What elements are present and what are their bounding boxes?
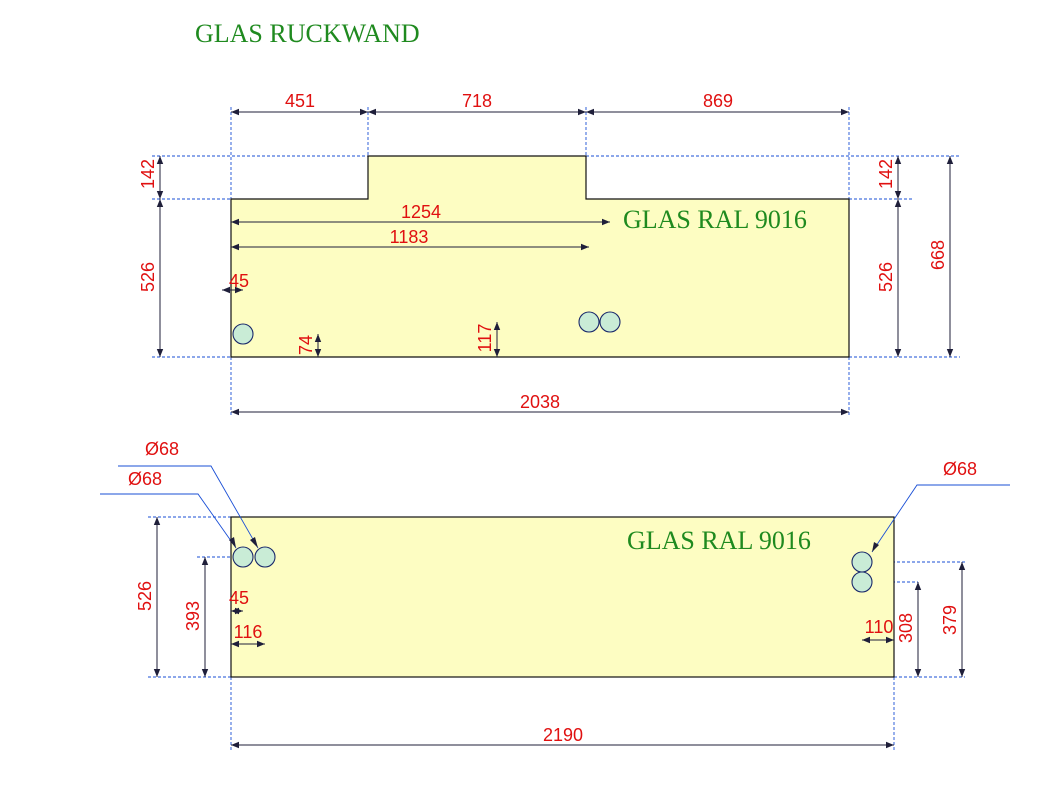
dim-lower-right-hole-height-2: 379	[940, 605, 960, 635]
dim-left-hole-vertical: 74	[296, 335, 316, 355]
dim-left-hole-offset: 45	[229, 271, 249, 291]
upper-hole-left	[232, 323, 254, 345]
dim-top-right: 869	[703, 91, 733, 111]
leader-diameter-2	[100, 493, 237, 549]
dim-top-left: 451	[285, 91, 315, 111]
arrow-diameter-3	[872, 542, 879, 552]
dim-notch-right: 142	[876, 159, 896, 189]
dim-lower-right-hole-height-1: 308	[896, 613, 916, 643]
upper-hole-right-a	[578, 311, 600, 333]
upper-panel-label: GLAS RAL 9016	[623, 205, 807, 234]
dim-top-middle: 718	[462, 91, 492, 111]
lower-hole-left-b	[254, 546, 276, 568]
lower-hole-left-a	[232, 546, 254, 568]
dim-total-height: 668	[928, 240, 948, 270]
dim-lower-left-hole-height: 393	[183, 601, 203, 631]
arrow-diameter-1	[250, 537, 258, 548]
dim-lower-total-width: 2190	[543, 725, 583, 745]
dim-hole-row-outer: 1254	[401, 202, 441, 222]
dim-diameter-1: Ø68	[145, 439, 179, 459]
dim-diameter-3: Ø68	[943, 459, 977, 479]
upper-glass-panel	[230, 155, 850, 358]
dim-right-height: 526	[876, 262, 896, 292]
dim-right-hole-vertical: 117	[475, 324, 495, 353]
lower-panel-label: GLAS RAL 9016	[627, 526, 811, 555]
leader-diameter-3	[871, 484, 1010, 553]
dim-diameter-2: Ø68	[128, 469, 162, 489]
dim-hole-row-inner: 1183	[390, 227, 429, 247]
dim-lower-left-hole-offset-2: 116	[234, 622, 263, 642]
upper-panel-group: 451 718 869 142 526 142 526 668 1254 118…	[138, 91, 960, 416]
lower-hole-right-b	[851, 571, 873, 593]
dim-upper-total-width: 2038	[520, 392, 560, 412]
lower-hole-right-a	[851, 551, 873, 573]
lower-panel-group: Ø68 Ø68 Ø68 526 393 45 116 110 308 379 2…	[100, 439, 1010, 750]
dim-lower-left-height: 526	[135, 581, 155, 611]
arrow-diameter-2	[229, 537, 236, 548]
dim-notch-left: 142	[138, 159, 158, 189]
dim-lower-left-hole-offset: 45	[229, 588, 249, 608]
upper-hole-right-b	[599, 311, 621, 333]
drawing-title: GLAS RUCKWAND	[195, 19, 420, 48]
leader-diameter-1	[118, 465, 259, 549]
lower-glass-panel	[230, 516, 895, 678]
dim-lower-right-hole-offset: 110	[865, 617, 894, 637]
dim-left-height: 526	[138, 262, 158, 292]
